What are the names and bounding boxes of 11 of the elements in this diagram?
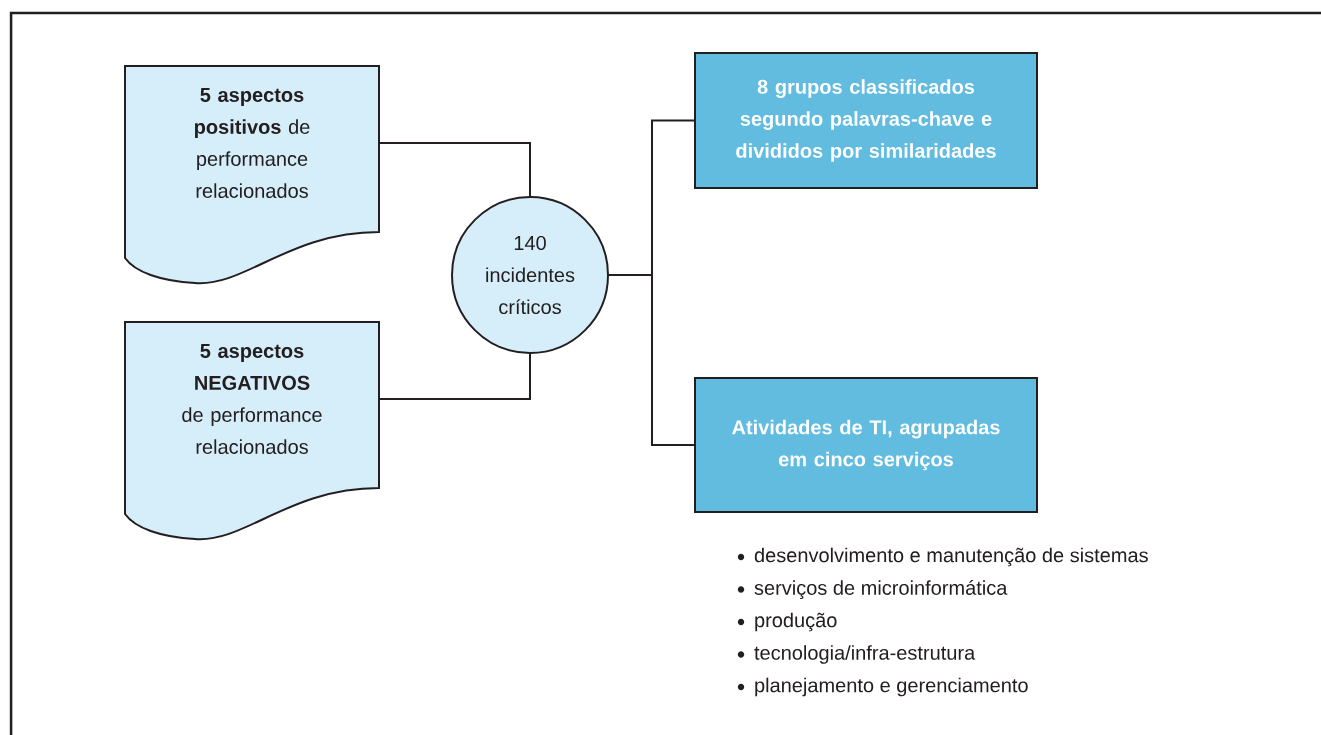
bullet-item: serviços de microinformática [737,580,1008,599]
process-box: Atividades de TI, agrupadas em cinco serviços [694,377,1038,513]
process-box: 8 grupos classificados segundo palavras-chave e divididos por similaridades [694,52,1038,189]
bullet-item: tecnologia/infra-estrutura [737,645,976,664]
connector-line [379,142,531,197]
circle-node: 140 incidentes críticos [451,196,609,354]
bullet-item: produção [737,612,837,632]
bullet-item: planejamento e gerenciamento [737,677,1028,697]
bullet-item: desenvolvimento e manutenção de sistemas [737,547,1148,567]
connector-line [608,274,695,446]
connector-line [379,353,531,400]
